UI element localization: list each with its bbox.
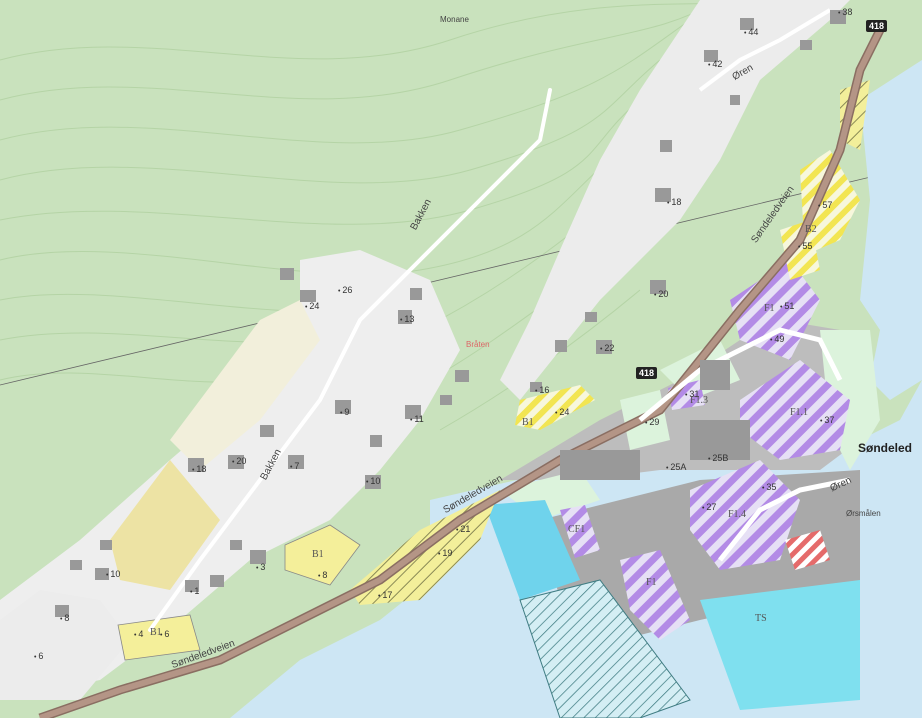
address-17: 17 — [378, 591, 392, 600]
lot-b1-4-6 — [117, 614, 201, 661]
residential-area-west — [0, 250, 460, 700]
address-49: 49 — [770, 335, 784, 344]
road-shield-418-center: 418 — [636, 367, 658, 379]
address-24-east: 24 — [555, 408, 569, 417]
address-18-west: 18 — [192, 465, 206, 474]
address-38: 38 — [838, 8, 852, 17]
open-field — [170, 300, 320, 470]
place-braten: Bråten — [466, 340, 490, 349]
zone-label-f1-4: F1.4 — [728, 509, 747, 520]
zone-label-b1-8: B1 — [312, 549, 324, 560]
address-13: 13 — [400, 315, 414, 324]
lot-quay — [620, 550, 690, 640]
address-16: 16 — [535, 386, 549, 395]
lot-b1-8 — [284, 524, 361, 586]
place-orsmalen: Ørsmålen — [846, 509, 881, 518]
address-7: 7 — [290, 462, 299, 471]
address-42: 42 — [708, 60, 722, 69]
address-31: 31 — [685, 390, 699, 399]
address-27: 27 — [702, 503, 716, 512]
zone-label-b2: B2 — [805, 224, 817, 235]
road-oren-south — [718, 477, 851, 562]
address-25a: 25A — [666, 463, 686, 472]
address-8-center: 8 — [318, 571, 327, 580]
address-20-east: 20 — [654, 290, 668, 299]
address-6-center: 6 — [160, 630, 169, 639]
residential-area-southwest — [0, 590, 130, 700]
address-37: 37 — [820, 416, 834, 425]
address-57: 57 — [818, 201, 832, 210]
address-10-center: 10 — [366, 477, 380, 486]
address-25b: 25B — [708, 454, 728, 463]
address-51: 51 — [780, 302, 794, 311]
sea-north — [860, 60, 922, 400]
address-20-west: 20 — [232, 457, 246, 466]
address-11: 11 — [410, 415, 423, 424]
road-shield-418-north: 418 — [866, 20, 888, 32]
zone-label-cf1: CF1 — [568, 524, 586, 535]
address-35: 35 — [762, 483, 776, 492]
road-industrial — [638, 327, 843, 422]
address-19: 19 — [438, 549, 452, 558]
zone-label-f1-quay: F1 — [646, 577, 657, 588]
address-26: 26 — [338, 286, 352, 295]
agricultural-field — [110, 460, 220, 590]
address-4: 4 — [134, 630, 143, 639]
marina-water — [485, 500, 580, 600]
zone-label-ts: TS — [755, 613, 767, 624]
hazard-lot — [785, 530, 830, 570]
address-22: 22 — [600, 344, 614, 353]
address-18-east: 18 — [667, 198, 681, 207]
address-55: 55 — [798, 242, 812, 251]
zone-label-f1-1: F1.1 — [790, 407, 809, 418]
zone-label-f1-51: F1 — [764, 303, 775, 314]
zone-label-b1-24: B1 — [522, 417, 534, 428]
place-monane: Monane — [440, 15, 469, 24]
zone-label-f1-3: F1.3 — [690, 395, 709, 406]
zone-label-b1-4: B1 — [150, 627, 162, 638]
road-oren-north — [698, 8, 832, 92]
harbour-water — [700, 580, 860, 710]
address-9: 9 — [340, 408, 349, 417]
address-44: 44 — [744, 28, 758, 37]
power-line — [0, 169, 901, 386]
address-1: 1 — [190, 587, 199, 596]
lot-37 — [740, 360, 850, 460]
address-8-west: 8 — [60, 614, 69, 623]
road-bakken — [148, 88, 552, 632]
address-24-west: 24 — [305, 302, 319, 311]
address-29: 29 — [645, 418, 659, 427]
place-sondeled: Søndeled — [858, 441, 913, 455]
address-21: 21 — [456, 525, 470, 534]
address-3: 3 — [256, 563, 265, 572]
address-10-west: 10 — [106, 570, 120, 579]
address-6-west: 6 — [34, 652, 43, 661]
lot-cf — [560, 505, 600, 558]
harbour-zone-hatched — [519, 579, 691, 718]
